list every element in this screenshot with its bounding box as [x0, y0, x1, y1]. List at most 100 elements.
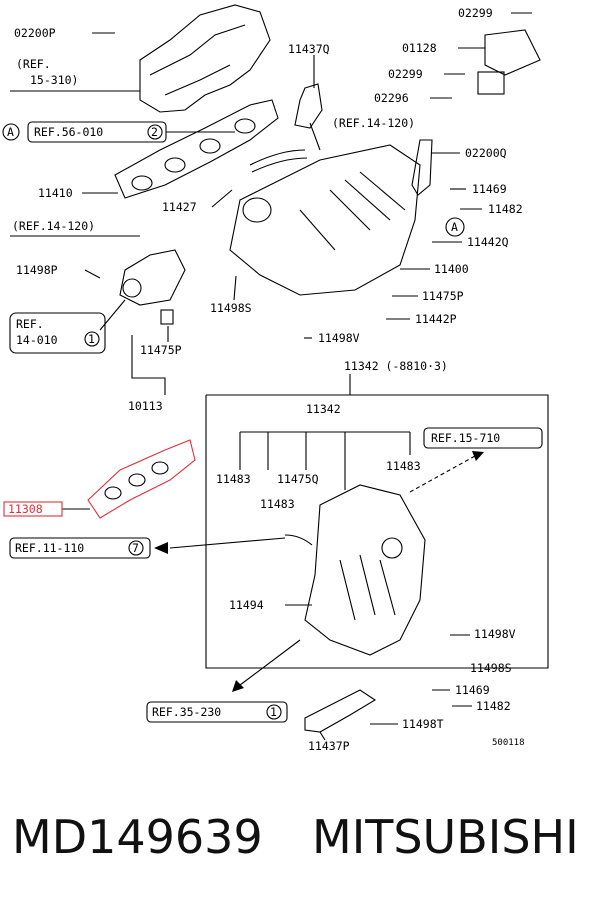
gasket-port	[234, 118, 256, 134]
label-11483-b: 11483	[386, 459, 421, 473]
ref14010-box	[9, 312, 106, 354]
label-ref14120-left: (REF.14-120)	[12, 219, 95, 233]
label-11437Q: 11437Q	[288, 42, 330, 56]
arrow-head-ref15710	[472, 451, 484, 461]
intake-runners	[299, 171, 406, 251]
leader-ref14010	[99, 299, 126, 331]
gasket-port	[199, 138, 221, 154]
label-ref56010: REF.56-010	[34, 125, 103, 139]
sensor-shape	[477, 71, 505, 95]
part-footer: MD149639 MITSUBISHI	[0, 800, 600, 880]
bracket-11437Q-shape	[294, 83, 323, 129]
leader-11437P	[319, 731, 326, 741]
bracket-11437P-shape	[304, 689, 377, 733]
label-11442P: 11442P	[415, 312, 457, 326]
label-11475P-top: 11475P	[422, 289, 464, 303]
hose-shape	[249, 149, 308, 173]
gasket-11308-shape	[87, 439, 196, 519]
label-ref15310-a: (REF.	[16, 57, 51, 71]
label-ref11110-num: 7	[132, 541, 139, 555]
label-11475Q: 11475Q	[277, 472, 319, 486]
label-ref14120-top: (REF.14-120)	[332, 116, 415, 130]
label-ref14010-num: 1	[88, 332, 95, 346]
label-11482-top: 11482	[488, 202, 523, 216]
label-02299-mid: 02299	[388, 67, 423, 81]
label-ref14010-b: 14-010	[16, 333, 58, 347]
label-ref35230: REF.35-230	[152, 705, 221, 719]
brand-name: MITSUBISHI	[312, 810, 579, 864]
label-11442Q: 11442Q	[467, 235, 509, 249]
label-11342-inner: 11342	[306, 402, 341, 416]
label-11498T: 11498T	[402, 717, 444, 731]
gasket-port	[164, 157, 186, 173]
ref56010-box	[27, 121, 167, 143]
label-02296: 02296	[374, 91, 409, 105]
label-circle-a1: A	[7, 125, 14, 139]
gasket-port	[104, 486, 122, 500]
lower-manifold-shape	[304, 484, 426, 656]
label-02200Q: 02200Q	[465, 146, 507, 160]
bracket-02200Q-shape	[411, 139, 433, 196]
circle-a1	[2, 123, 20, 141]
label-11498S-top: 11498S	[210, 301, 252, 315]
circle-a2	[445, 217, 465, 237]
assembly-frame	[205, 394, 549, 669]
ref56010-num-circle	[147, 124, 163, 140]
label-11475P-left: 11475P	[140, 343, 182, 357]
ref35230-box	[146, 701, 288, 723]
label-ref56010-num: 2	[151, 125, 158, 139]
label-11482-bot: 11482	[476, 699, 511, 713]
gasket-port	[131, 175, 153, 191]
sensor-11475P	[160, 309, 174, 325]
sensor-bracket-shape	[484, 29, 541, 76]
label-11342-main: 11342 (-8810·3)	[344, 359, 448, 373]
label-11400: 11400	[434, 262, 469, 276]
ref11110-num-circle	[128, 540, 144, 556]
label-11498V-bot: 11498V	[474, 627, 516, 641]
intake-manifold-shape	[229, 144, 421, 296]
label-01128: 01128	[402, 41, 437, 55]
gasket-port	[128, 473, 146, 487]
exhaust-gasket-shape	[114, 99, 279, 199]
throttle-port	[381, 537, 403, 559]
label-11498V-top: 11498V	[318, 331, 360, 345]
label-ref14010-a: REF.	[16, 317, 44, 331]
ref14010-num-circle	[84, 331, 100, 347]
label-10113: 10113	[128, 399, 163, 413]
thermostat-outlet	[122, 278, 142, 298]
leader-ref35230	[239, 639, 301, 686]
leader-11427	[211, 189, 233, 208]
label-11427: 11427	[162, 200, 197, 214]
leader-11498P	[84, 269, 101, 279]
label-ref15710: REF.15-710	[431, 431, 500, 445]
leader-11498S-top	[233, 275, 237, 301]
label-11483-c: 11483	[260, 497, 295, 511]
label-ref11110: REF.11-110	[15, 541, 84, 555]
label-11469-top: 11469	[472, 182, 507, 196]
arrow-ref15710	[409, 455, 476, 493]
label-11483-a: 11483	[216, 472, 251, 486]
label-ref15310-b: 15-310)	[30, 73, 78, 87]
label-11498P: 11498P	[16, 263, 58, 277]
label-500118: 500118	[492, 738, 525, 748]
leader-10113	[131, 335, 166, 395]
label-11308: 11308	[8, 502, 43, 516]
leader-ref14120-top	[309, 122, 321, 151]
label-ref35230-num: 1	[270, 705, 277, 719]
ref35230-num-circle	[266, 704, 282, 720]
label-11437P: 11437P	[308, 739, 350, 753]
label-circle-a2: A	[451, 220, 458, 234]
label-11494: 11494	[229, 598, 264, 612]
thermostat-housing-shape	[119, 249, 186, 306]
exhaust-cover-detail	[149, 24, 246, 96]
leader-ref11110	[169, 537, 286, 549]
p11308-box	[3, 501, 63, 517]
gasket-port	[151, 461, 169, 475]
lower-runners	[339, 554, 396, 621]
exhaust-cover-shape	[139, 4, 271, 113]
small-hose-shape	[284, 534, 313, 546]
label-11469-bot: 11469	[455, 683, 490, 697]
throttle-bore	[242, 197, 272, 223]
label-02299-top: 02299	[458, 6, 493, 20]
ref11110-box	[9, 537, 151, 559]
